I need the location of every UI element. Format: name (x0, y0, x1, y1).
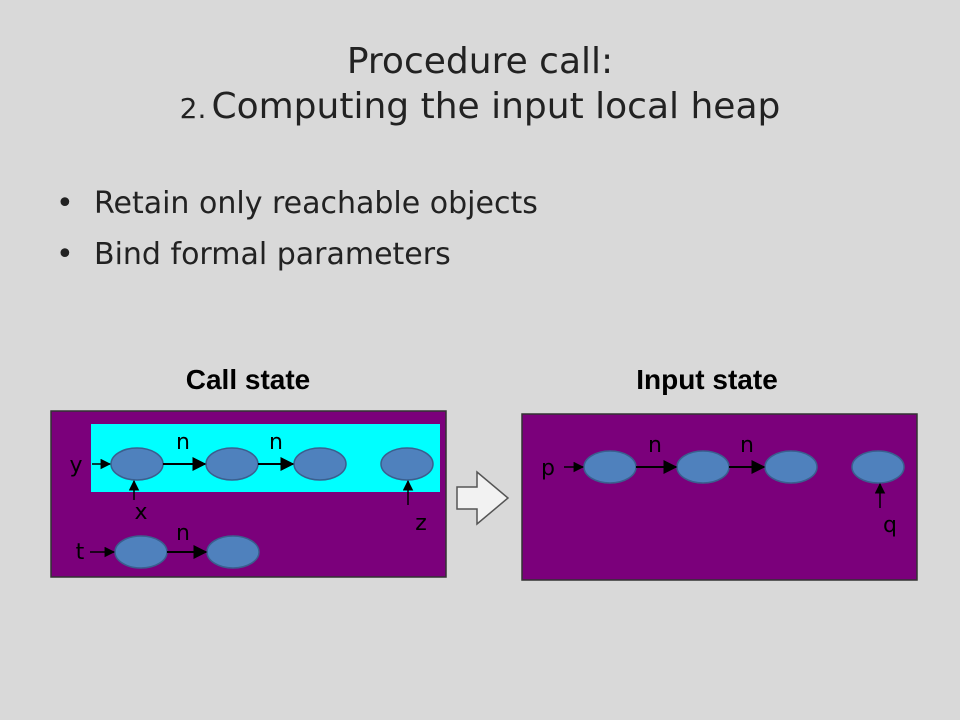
transform-arrow (456, 470, 510, 526)
heap-node (583, 450, 637, 484)
input-state-title: Input state (636, 364, 778, 395)
variable-label: t (76, 540, 85, 565)
variable-label: p (541, 456, 555, 481)
heap-node (676, 450, 730, 484)
slide-title: Procedure call: 2. Computing the input l… (0, 40, 960, 128)
call-state-panel: n n n y x z t (50, 410, 447, 578)
heap-node (205, 447, 259, 481)
heap-node (293, 447, 347, 481)
bullet-item: Bind formal parameters (56, 229, 538, 280)
input-state-panel: n n p q (521, 413, 918, 581)
title-number: 2. (179, 92, 207, 126)
bullet-list: Retain only reachable objects Bind forma… (56, 178, 538, 280)
title-line-2: 2. Computing the input local heap (0, 85, 960, 128)
heap-node (206, 535, 260, 569)
input-state-background (521, 413, 918, 581)
heap-node (110, 447, 164, 481)
call-state-title: Call state (186, 364, 311, 395)
variable-label: x (134, 500, 147, 525)
variable-label: z (415, 511, 427, 536)
title-text: Computing the input local heap (211, 86, 781, 128)
heap-node (380, 447, 434, 481)
variable-label: q (883, 513, 897, 538)
edge-label: n (176, 430, 190, 455)
bullet-item: Retain only reachable objects (56, 178, 538, 229)
edge-label: n (740, 433, 754, 458)
heap-node (764, 450, 818, 484)
variable-label: y (69, 453, 82, 478)
edge-label: n (648, 433, 662, 458)
heap-node (114, 535, 168, 569)
title-line-1: Procedure call: (346, 41, 614, 82)
edge-label: n (269, 430, 283, 455)
heap-node (851, 450, 905, 484)
edge-label: n (176, 521, 190, 546)
